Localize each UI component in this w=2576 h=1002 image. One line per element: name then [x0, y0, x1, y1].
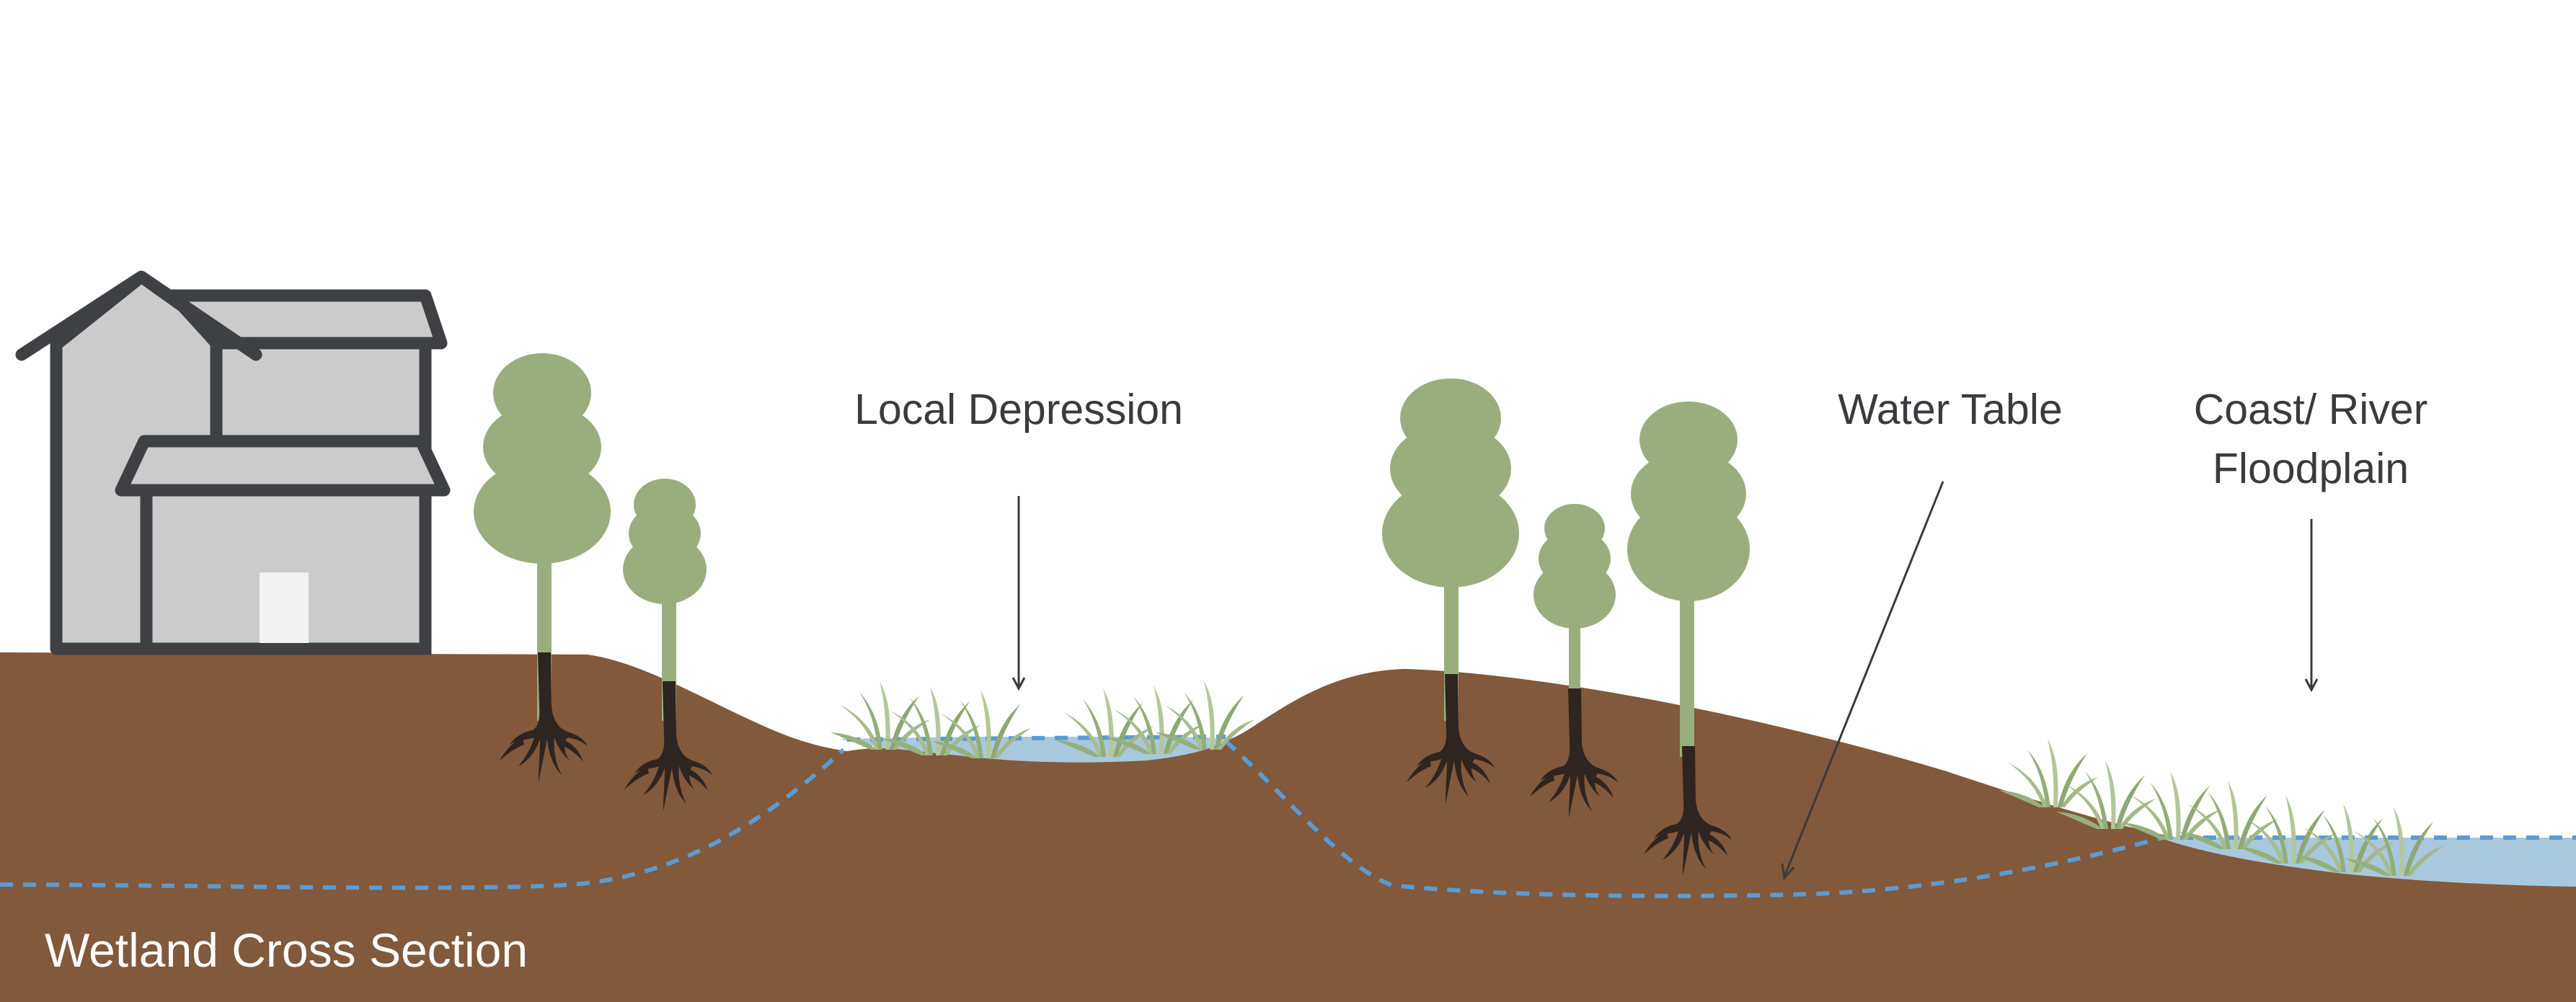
- soil-ground: [0, 652, 2576, 1002]
- local-depression-arrow: [1012, 496, 1026, 691]
- tree-icon: [474, 353, 611, 782]
- floodplain-label: Floodplain: [2212, 445, 2409, 492]
- tree-icon: [1382, 378, 1519, 804]
- floodplain-arrow: [2304, 519, 2319, 693]
- water-table-arrow: [1781, 481, 1944, 881]
- tree-icon: [623, 479, 712, 811]
- house-icon: [15, 270, 451, 655]
- tree-icon: [1627, 402, 1750, 876]
- water-table-line: [0, 735, 2576, 898]
- tree-icon: [1530, 504, 1618, 818]
- local-depression-label: Local Depression: [854, 386, 1183, 433]
- coast-river-label: Coast/ River: [2193, 386, 2428, 433]
- water-table-label: Water Table: [1838, 386, 2063, 433]
- diagram-title: Wetland Cross Section: [45, 923, 528, 977]
